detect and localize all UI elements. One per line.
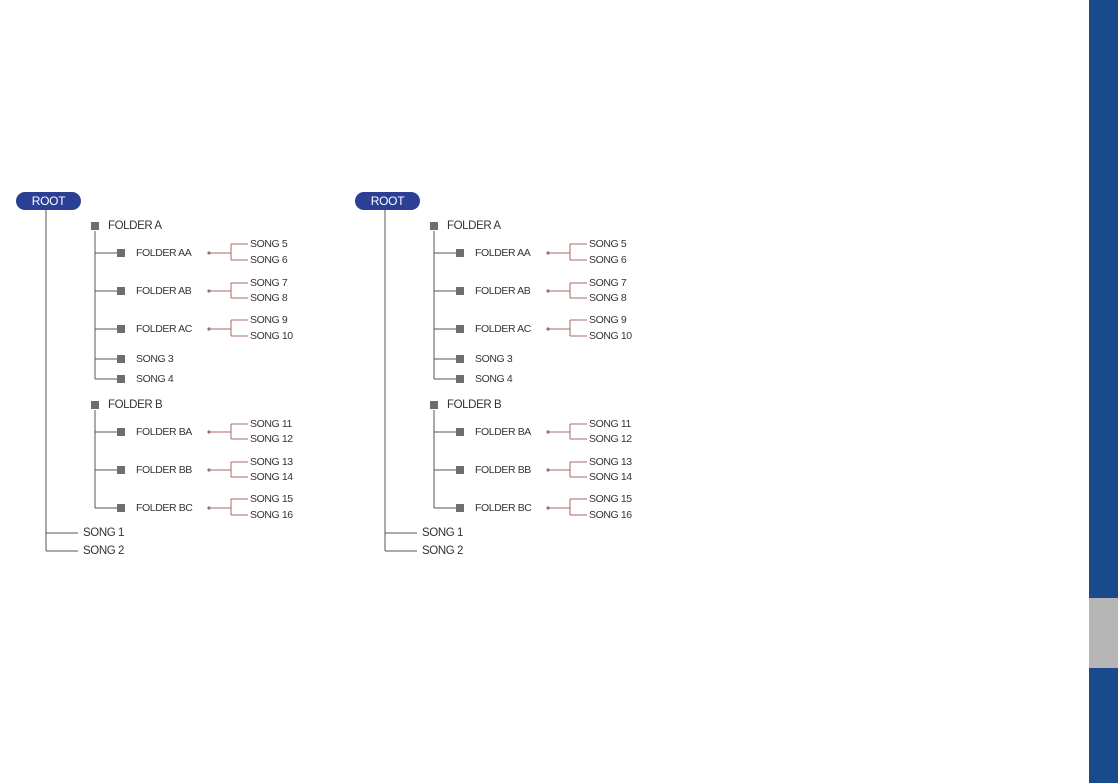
folder-b-label: FOLDER B	[108, 399, 163, 411]
folder-bc-song-2-label: SONG 16	[589, 509, 632, 521]
song-3-label: SONG 3	[475, 353, 513, 365]
folder-a-icon	[430, 222, 438, 230]
song-4-icon	[117, 375, 125, 383]
folder-b-icon	[430, 401, 438, 409]
folder-tree-diagram: ROOT SONG 1 SONG 2 FOLDER A FOLDER B FOLDER A…	[0, 0, 340, 783]
folder-ac-label: FOLDER AC	[475, 323, 531, 335]
folder-b-icon	[91, 401, 99, 409]
folder-aa-song-1-label: SONG 5	[589, 238, 627, 250]
folder-ac-song-2-label: SONG 10	[589, 330, 632, 342]
folder-bc-label: FOLDER BC	[475, 502, 532, 514]
song-4-label: SONG 4	[136, 373, 174, 385]
song-2-label: SONG 2	[422, 545, 464, 557]
folder-bc-icon	[117, 504, 125, 512]
folder-ba-label: FOLDER BA	[475, 426, 531, 438]
tree-connector-lines	[45, 210, 248, 552]
folder-ac-song-2-label: SONG 10	[250, 330, 293, 342]
song-1-label: SONG 1	[83, 527, 125, 539]
folder-ab-label: FOLDER AB	[475, 285, 531, 297]
folder-aa-icon	[456, 249, 464, 257]
side-tab-gray	[1089, 598, 1118, 668]
root-node: ROOT	[16, 192, 81, 210]
song-4-label: SONG 4	[475, 373, 513, 385]
folder-bb-label: FOLDER BB	[136, 464, 192, 476]
folder-ac-song-1-label: SONG 9	[250, 314, 288, 326]
folder-tree-diagram: ROOT SONG 1 SONG 2 FOLDER A FOLDER B FOLDER A…	[339, 0, 679, 783]
folder-aa-label: FOLDER AA	[475, 247, 531, 259]
folder-ac-song-1-label: SONG 9	[589, 314, 627, 326]
folder-ba-icon	[456, 428, 464, 436]
folder-ba-song-1-label: SONG 11	[589, 418, 631, 430]
folder-a-icon	[91, 222, 99, 230]
song-1-label: SONG 1	[422, 527, 464, 539]
folder-aa-icon	[117, 249, 125, 257]
folder-ab-song-2-label: SONG 8	[589, 292, 627, 304]
folder-ab-song-1-label: SONG 7	[250, 277, 288, 289]
song-3-icon	[117, 355, 125, 363]
folder-bc-song-2-label: SONG 16	[250, 509, 293, 521]
folder-bb-song-1-label: SONG 13	[589, 456, 632, 468]
tree-connector-lines	[384, 210, 587, 552]
song-3-label: SONG 3	[136, 353, 174, 365]
folder-aa-song-1-label: SONG 5	[250, 238, 288, 250]
folder-bc-label: FOLDER BC	[136, 502, 193, 514]
song-2-label: SONG 2	[83, 545, 125, 557]
folder-bb-song-2-label: SONG 14	[250, 471, 293, 483]
folder-ab-label: FOLDER AB	[136, 285, 192, 297]
folder-bc-song-1-label: SONG 15	[589, 493, 632, 505]
song-4-icon	[456, 375, 464, 383]
folder-b-label: FOLDER B	[447, 399, 502, 411]
folder-ba-song-1-label: SONG 11	[250, 418, 292, 430]
folder-aa-label: FOLDER AA	[136, 247, 192, 259]
folder-ba-label: FOLDER BA	[136, 426, 192, 438]
folder-bb-song-1-label: SONG 13	[250, 456, 293, 468]
folder-bb-label: FOLDER BB	[475, 464, 531, 476]
folder-ac-icon	[456, 325, 464, 333]
folder-aa-song-2-label: SONG 6	[589, 254, 627, 266]
song-3-icon	[456, 355, 464, 363]
folder-bb-icon	[117, 466, 125, 474]
folder-ab-song-2-label: SONG 8	[250, 292, 288, 304]
folder-a-label: FOLDER A	[447, 220, 501, 232]
side-tab-bar-top	[1089, 0, 1118, 598]
folder-aa-song-2-label: SONG 6	[250, 254, 288, 266]
folder-ba-song-2-label: SONG 12	[589, 433, 632, 445]
root-node: ROOT	[355, 192, 420, 210]
folder-ab-icon	[456, 287, 464, 295]
folder-ba-song-2-label: SONG 12	[250, 433, 293, 445]
folder-ba-icon	[117, 428, 125, 436]
folder-bc-song-1-label: SONG 15	[250, 493, 293, 505]
folder-ac-icon	[117, 325, 125, 333]
folder-bb-icon	[456, 466, 464, 474]
folder-bc-icon	[456, 504, 464, 512]
folder-bb-song-2-label: SONG 14	[589, 471, 632, 483]
folder-ab-icon	[117, 287, 125, 295]
side-tab-bar-bottom	[1089, 668, 1118, 783]
folder-ab-song-1-label: SONG 7	[589, 277, 627, 289]
folder-a-label: FOLDER A	[108, 220, 162, 232]
folder-ac-label: FOLDER AC	[136, 323, 192, 335]
